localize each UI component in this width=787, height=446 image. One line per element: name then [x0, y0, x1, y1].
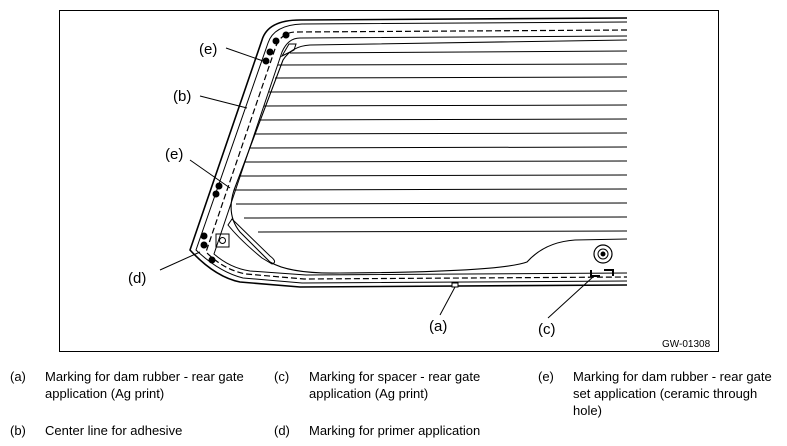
legend-line: Marking for dam rubber - rear gate — [45, 369, 244, 384]
callout-e-mid: (e) — [165, 146, 183, 163]
legend-text: Marking for primer application — [309, 422, 480, 439]
legend-key: (a) — [10, 369, 26, 384]
leader-lines — [159, 47, 595, 319]
legend-item-c: (c) Marking for spacer - rear gate appli… — [274, 368, 524, 402]
figure-id: GW-01308 — [662, 339, 711, 350]
spacer-symbol — [590, 244, 614, 277]
legend-text: Center line for adhesive — [45, 422, 182, 439]
legend-key: (e) — [538, 369, 554, 384]
legend-key: (d) — [274, 423, 290, 438]
callout-b: (b) — [173, 88, 191, 105]
legend-key: (c) — [274, 369, 290, 384]
marking-dot — [215, 182, 223, 190]
legend-key: (b) — [10, 423, 26, 438]
legend-line: Marking for dam rubber - rear gate — [573, 369, 772, 384]
legend-line: application (Ag print) — [309, 386, 429, 401]
legend-item-b: (b) Center line for adhesive — [10, 422, 260, 440]
marking-dot — [282, 31, 290, 39]
callout-d: (d) — [128, 270, 146, 287]
ceramic-hole — [215, 233, 230, 248]
dam-rubber-mark — [451, 282, 459, 288]
legend-line: Center line for adhesive — [45, 423, 183, 438]
legend-item-e: (e) Marking for dam rubber - rear gate s… — [538, 368, 783, 420]
defogger-lines — [233, 50, 628, 233]
legend-line: Marking for spacer - rear gate — [309, 369, 481, 384]
legend-text: Marking for dam rubber - rear gate appli… — [45, 368, 244, 402]
callout-a: (a) — [429, 318, 447, 335]
marking-dot — [266, 48, 274, 56]
corner-mark — [280, 43, 297, 58]
legend-text: Marking for spacer - rear gate applicati… — [309, 368, 480, 402]
marking-dots — [200, 31, 290, 264]
legend-item-a: (a) Marking for dam rubber - rear gate a… — [10, 368, 260, 402]
legend-text: Marking for dam rubber - rear gate set a… — [573, 368, 772, 419]
glass-outline — [189, 17, 628, 288]
marking-dot — [200, 241, 208, 249]
legend-line: hole) — [573, 403, 602, 418]
legend-line: application (Ag print) — [45, 386, 165, 401]
figure-frame — [59, 10, 719, 352]
ceramic-hole-circle — [219, 237, 226, 244]
rear-glass-diagram: (e) (b) (e) (d) (a) (c) GW-01308 — [59, 10, 719, 352]
marking-dot — [208, 256, 216, 264]
legend-line: Marking for primer application — [309, 423, 481, 438]
marking-dot — [200, 232, 208, 240]
legend-item-d: (d) Marking for primer application — [274, 422, 524, 440]
diagram-figure: (e) (b) (e) (d) (a) (c) GW-01308 — [59, 10, 719, 352]
side-strip — [227, 218, 276, 265]
callout-e-top: (e) — [199, 41, 217, 58]
marking-dot — [262, 57, 270, 65]
legend-line: set application (ceramic through — [573, 386, 758, 401]
marking-dot — [272, 37, 280, 45]
callout-c: (c) — [538, 321, 556, 338]
marking-dot — [212, 190, 220, 198]
